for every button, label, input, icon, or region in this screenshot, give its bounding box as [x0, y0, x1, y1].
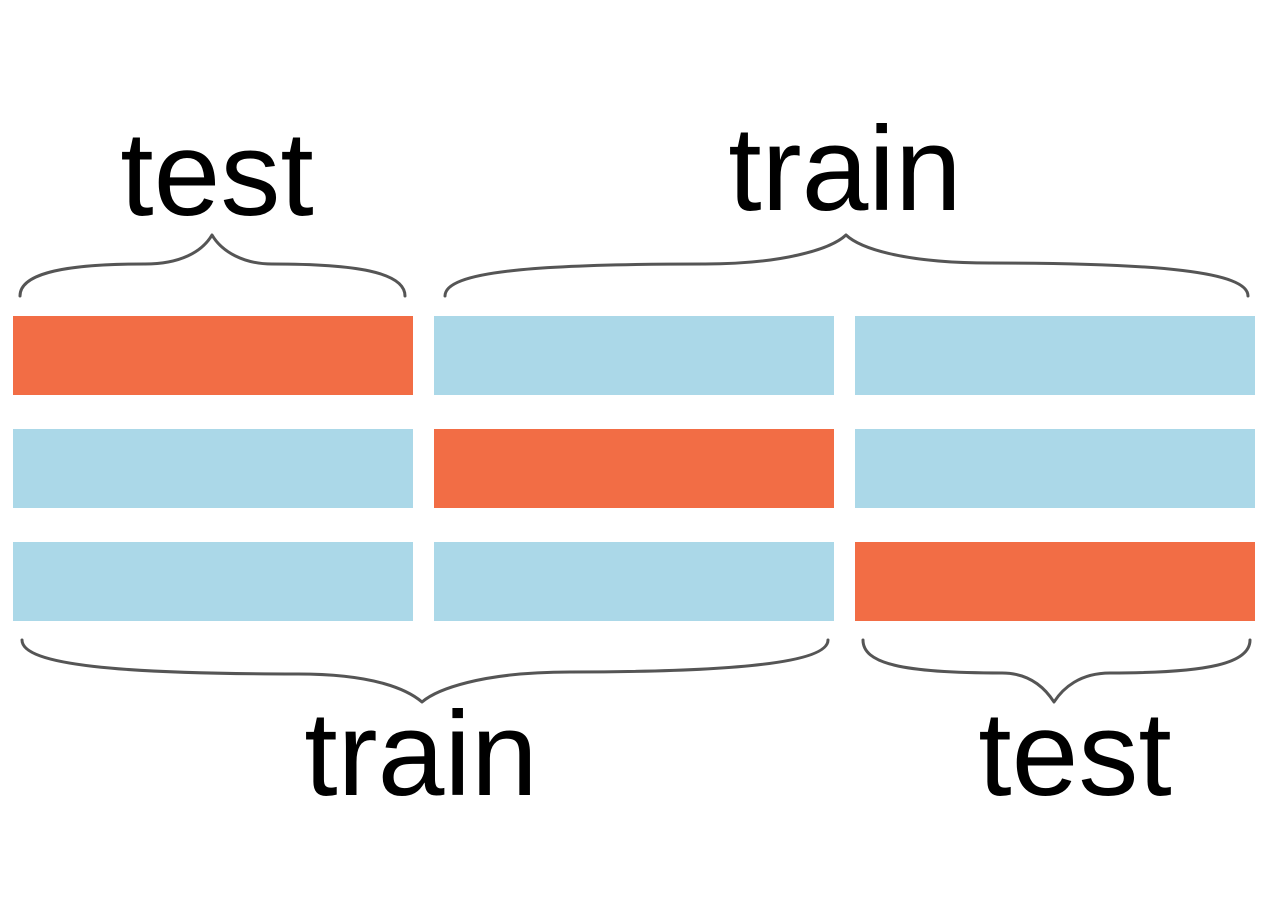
brace-bottom-right: [861, 638, 1252, 704]
label-bottom-right: test: [978, 687, 1171, 821]
fold-3-block-3-test: [855, 542, 1255, 621]
brace-top-left: [18, 233, 407, 298]
fold-1-block-3-train: [855, 316, 1255, 395]
label-top-left: test: [120, 107, 313, 241]
fold-2-block-2-test: [434, 429, 834, 508]
label-bottom-left: train: [304, 687, 537, 821]
fold-1-block-1-test: [13, 316, 413, 395]
fold-3-block-2-train: [434, 542, 834, 621]
label-top-right: train: [728, 102, 961, 236]
brace-top-right: [443, 233, 1250, 298]
fold-2-block-3-train: [855, 429, 1255, 508]
brace-bottom-left: [20, 638, 830, 704]
fold-2-block-1-train: [13, 429, 413, 508]
fold-3-block-1-train: [13, 542, 413, 621]
folds-grid: [13, 316, 1255, 621]
fold-1-block-2-train: [434, 316, 834, 395]
